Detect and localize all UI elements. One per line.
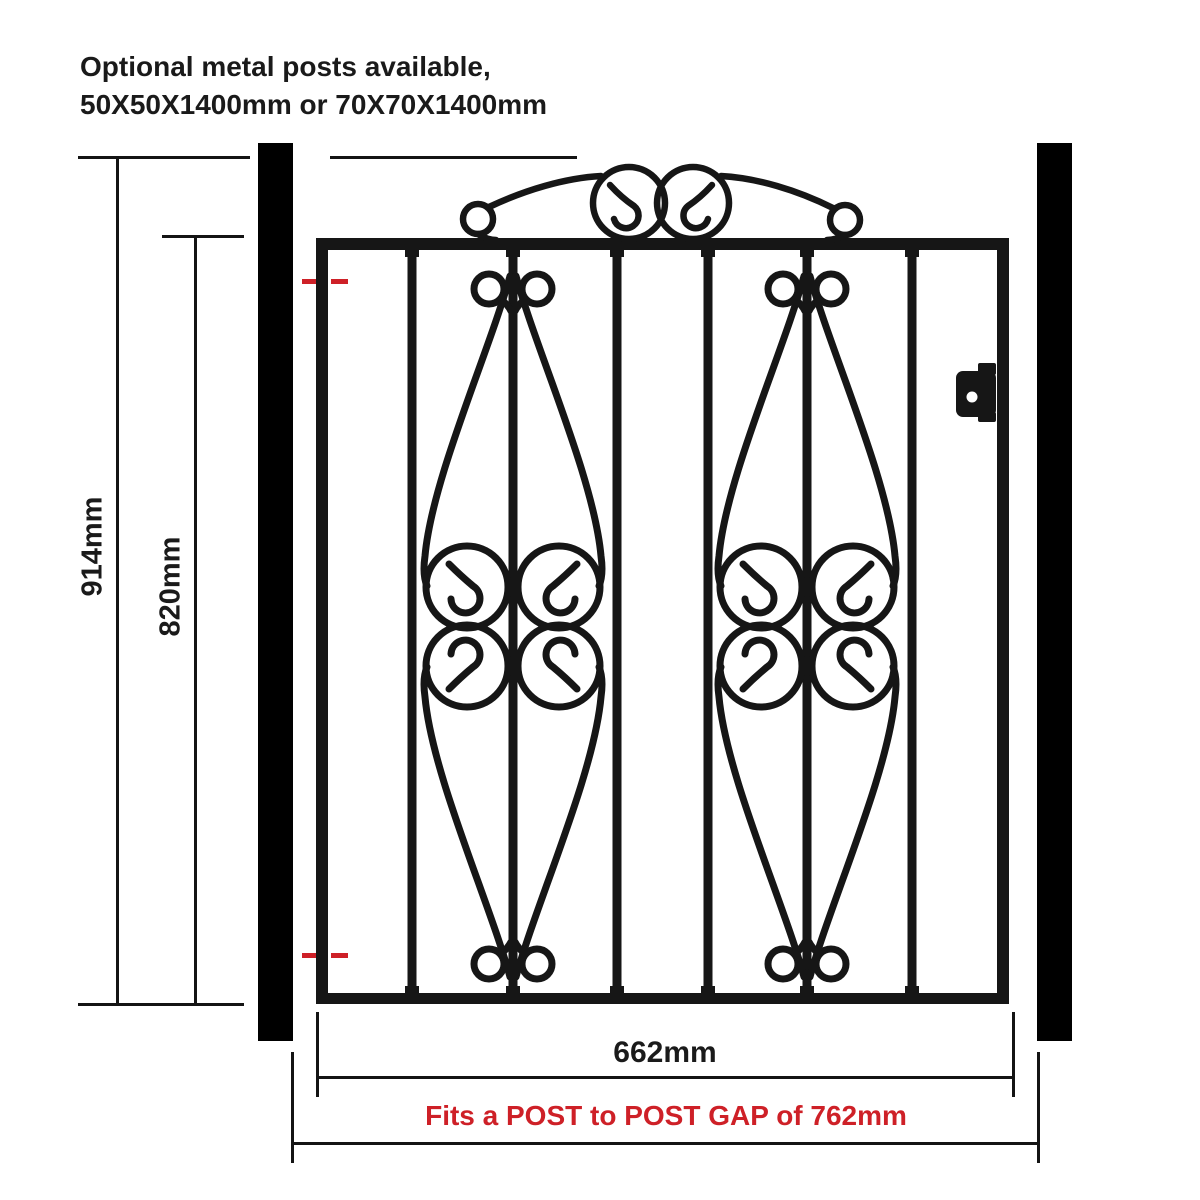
top-datum-line-left (78, 156, 250, 159)
post-gap-note: Fits a POST to POST GAP of 762mm (425, 1100, 907, 1131)
hinge-marker-bottom-inner (331, 953, 348, 958)
header-note-line1: Optional metal posts available, (80, 51, 491, 82)
gate-bars (405, 250, 919, 993)
header-note-line2: 50X50X1400mm or 70X70X1400mm (80, 89, 548, 120)
dim-label-820: 820mm (154, 536, 187, 637)
hinge-marker-bottom-outer (302, 953, 318, 958)
dim-762-line (291, 1142, 1040, 1145)
gate-illustration (316, 163, 1009, 1004)
hinge-marker-top-inner (331, 279, 348, 284)
latch-icon (956, 363, 996, 422)
dim-820-vertical (194, 235, 197, 1005)
dim-662-left-tick (316, 1012, 319, 1097)
dim-662-right-tick (1012, 1012, 1015, 1097)
left-post (258, 143, 293, 1041)
header-note: Optional metal posts available, 50X50X14… (80, 48, 547, 124)
top-scroll-ornament (459, 163, 864, 244)
dim-label-914: 914mm (76, 496, 109, 597)
right-post (1037, 143, 1072, 1041)
dim-662-line (316, 1076, 1015, 1079)
dim-914-vertical (116, 156, 119, 1005)
dim-820-top-tick (162, 235, 244, 238)
dim-label-662: 662mm (613, 1036, 717, 1069)
dim-762-right-tick (1037, 1052, 1040, 1163)
hinge-marker-top-outer (302, 279, 318, 284)
gate-frame (316, 238, 1009, 1004)
dim-762-left-tick (291, 1052, 294, 1163)
dim-bottom-tick (78, 1003, 244, 1006)
top-datum-line-right (330, 156, 577, 159)
